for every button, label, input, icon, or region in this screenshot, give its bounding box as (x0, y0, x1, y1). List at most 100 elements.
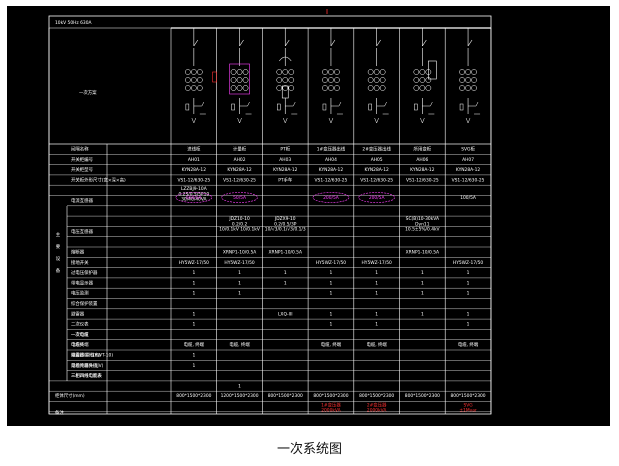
ct-symbol (334, 77, 340, 83)
cabinet-note: 2000kVA (321, 408, 340, 414)
cabinet-note: 1#变压器 (321, 402, 341, 409)
cabinet-scheme (322, 28, 343, 124)
cabinet-name: 1#变压器出线 (317, 146, 346, 153)
ct-symbol (185, 69, 191, 75)
ct-symbol (276, 69, 283, 75)
cabinet-type: KYN28A-12 (273, 167, 298, 173)
arrester-symbol (459, 103, 464, 111)
ct-symbol (413, 69, 420, 75)
relay-value: 1 (375, 291, 378, 297)
meter-value: 1 (467, 311, 470, 317)
isolator-switch (467, 39, 473, 47)
ct-symbol (185, 85, 191, 91)
ct-symbol (288, 85, 295, 91)
outgoing-arrow (237, 117, 242, 124)
cabinet-size: 800*1500*2300 (450, 393, 485, 399)
arrester-symbol (368, 103, 372, 111)
sensor-value: 1 (330, 280, 333, 286)
surge-value: 1 (238, 270, 241, 276)
ct-symbol (322, 85, 328, 91)
ct-symbol (288, 77, 295, 83)
pt-spec: JDZ10-10 (228, 216, 250, 222)
cabinet-type: KYN28A-12 (364, 167, 389, 173)
cable-term-text: 电缆, 终端 (321, 341, 342, 348)
meter-value: 1 (192, 311, 195, 317)
extra-row-value: 1 (192, 353, 195, 359)
isolator-switch (422, 39, 427, 47)
ct-symbol (379, 85, 386, 91)
ct-symbol (373, 85, 380, 91)
row-label: 避雷器 (71, 310, 85, 317)
cabinet-note: 2000kVA (367, 408, 386, 414)
extra-row-label: 避雷器(中性点) (71, 352, 101, 359)
breaker-model: VS1-12/630-25 (452, 177, 485, 183)
cabinet-scheme (212, 28, 252, 124)
isolator-switch (330, 39, 336, 47)
ct-symbol (185, 77, 191, 83)
cabinet-number: AH01 (188, 157, 200, 163)
ct-symbol (425, 85, 432, 91)
surge-value: 1 (192, 270, 195, 276)
meter-value: 1 (421, 311, 424, 317)
arrester-symbol (185, 103, 190, 111)
primary-system-diagram: 10kV 50Hz 630A 一次方案 间隔名称开关柜编号开关柜型号开关柜外形尺… (48, 9, 492, 416)
cable-term-text: 电缆, 终端 (184, 341, 205, 348)
ct-ratio: 50/5A (233, 195, 246, 201)
pt-spec: 0.2/0.5/3P (274, 221, 297, 227)
ct-spec: 30/40/40VA (181, 197, 206, 203)
extra-row-value: 1 (238, 383, 241, 389)
cable-term-value: 1 (330, 322, 333, 328)
ct-symbol (419, 69, 426, 75)
ct-symbol (191, 77, 197, 83)
sensor-value: 1 (238, 280, 241, 286)
row-label: 电缆终端头插 (71, 362, 98, 369)
cable-term-value: 1 (467, 322, 470, 328)
cabinet-name: 计量柜 (233, 146, 247, 153)
cabinet-number: AH05 (371, 157, 383, 163)
row-label: 过电压保护器 (71, 269, 98, 276)
cabinet-name: 2#变压器出线 (362, 146, 391, 153)
ct-ratio: 200/5A (323, 195, 339, 201)
cabinet-scheme (367, 28, 389, 124)
relay-value: 1 (238, 291, 241, 297)
extra-row-label: 其他元器件(YJV) (71, 362, 104, 369)
busbar-label: 10kV 50Hz 630A (55, 20, 92, 26)
ct-symbol (373, 77, 380, 83)
breaker-model: VS1-12/630-25 (177, 177, 210, 183)
breaker-model: VS1-12/630-25 (360, 177, 393, 183)
cable-term-text: 电缆, 终端 (366, 341, 387, 348)
ct-ratio: 100/5A (460, 195, 476, 201)
ct-symbol (334, 69, 340, 75)
ct-symbol (236, 69, 243, 75)
cabinet-name: 所用变柜 (414, 146, 432, 153)
pt-spec: 10.5±5%/0.4kV (405, 227, 439, 233)
surge-value: 1 (284, 270, 287, 276)
cabinet-type: KYN28A-12 (456, 167, 481, 173)
meter-value: 1 (330, 311, 333, 317)
ct-symbol (191, 85, 197, 91)
arrester-spec: HY5WZ-17/50 (453, 260, 483, 266)
ct-symbol (197, 85, 203, 91)
cabinet-name: PT柜 (280, 146, 290, 153)
ct-symbol (459, 85, 465, 91)
arrester-spec: HY5WZ-17/50 (362, 260, 392, 266)
cabinet-size: 800*1500*2300 (268, 393, 303, 399)
ct-symbol (367, 85, 374, 91)
sensor-value: 1 (375, 280, 378, 286)
cable-term-value: 1 (375, 322, 378, 328)
ct-symbol (328, 85, 334, 91)
breaker-model: VS1-12/630-25 (315, 177, 348, 183)
ct-symbol (334, 85, 340, 91)
breaker-model: VS1-12/630-25 (406, 177, 439, 183)
ct-symbol (465, 85, 471, 91)
cabinet-size: 1200*1500*2300 (221, 393, 259, 399)
pt-spec: 10/√3/0.1/√3/0.1/3 (265, 227, 306, 233)
ct-highlight (312, 192, 350, 203)
cabinet-number: AH07 (462, 157, 474, 163)
cabinet-note: 2#变压器 (367, 402, 387, 409)
ct-spec: 0.2S/0.5/5P10 (178, 191, 209, 197)
row-label: 开关柜外形尺寸(宽×深×高) (71, 176, 126, 183)
pt-spec: SC(B)10-30kVA (406, 216, 439, 222)
meter-box (229, 63, 250, 95)
ct-symbol (419, 77, 426, 83)
